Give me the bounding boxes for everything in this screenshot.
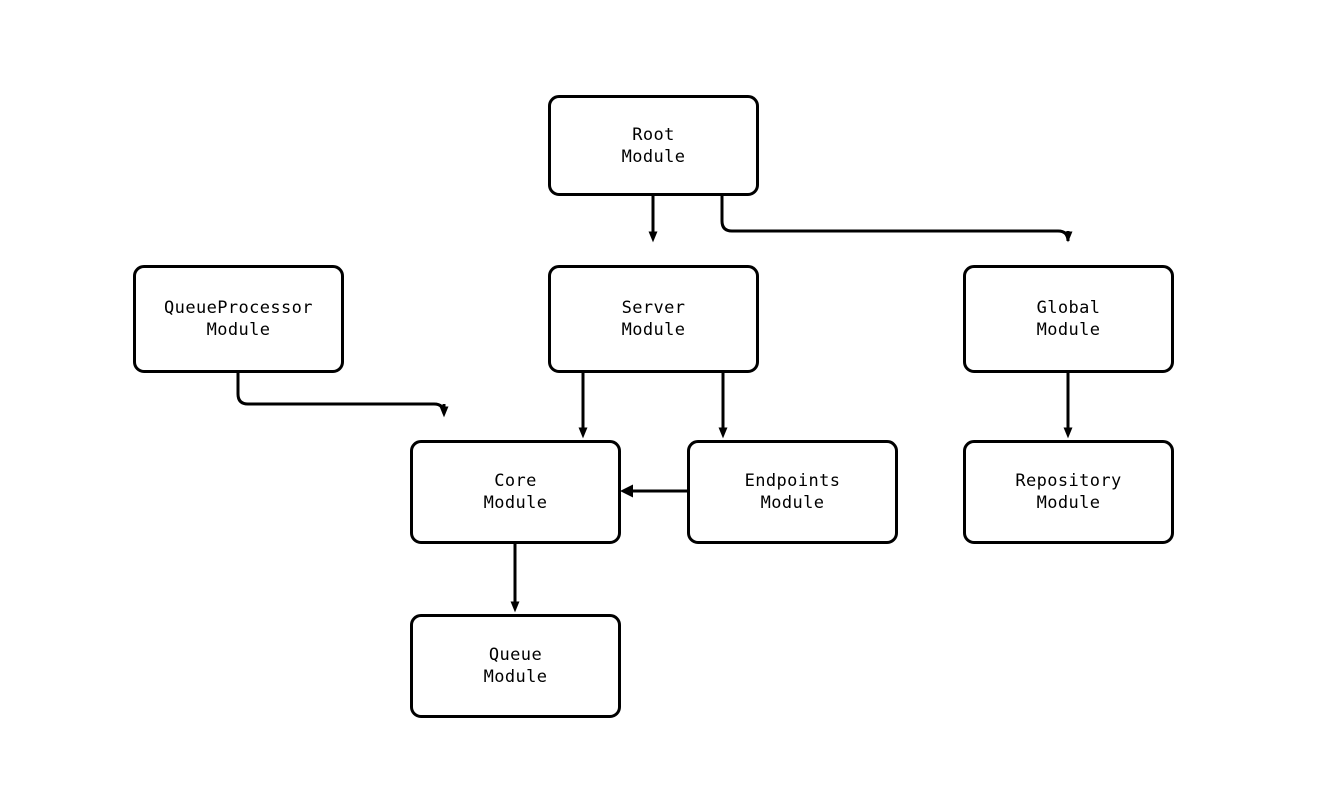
node-queueprocessor-module-line2: Module (206, 320, 271, 340)
edge-endpoints-core (620, 484, 687, 498)
edge-endpoints-core-head (620, 484, 633, 498)
node-repository-module-line1: Repository (1015, 471, 1122, 491)
node-global-module[interactable]: Global Module (963, 265, 1174, 373)
node-core-module-line2: Module (483, 493, 548, 513)
edge-root-global (720, 196, 1073, 243)
node-core-module[interactable]: Core Module (410, 440, 621, 544)
node-core-module-line1: Core (494, 471, 537, 491)
node-root-module[interactable]: Root Module (548, 95, 759, 196)
node-root-module-line2: Module (621, 146, 686, 167)
edge-root-global-line (720, 196, 1070, 242)
node-repository-module[interactable]: Repository Module (963, 440, 1174, 544)
node-queueprocessor-module[interactable]: QueueProcessor Module (133, 265, 344, 373)
node-queue-module-line2: Module (483, 667, 548, 687)
node-endpoints-module-line1: Endpoints (744, 471, 841, 491)
node-server-module[interactable]: Server Module (548, 265, 759, 373)
node-global-module-line2: Module (1036, 320, 1101, 340)
node-queue-module-line1: Queue (488, 645, 543, 665)
node-endpoints-module[interactable]: Endpoints Module (687, 440, 898, 544)
node-server-module-line2: Module (621, 320, 686, 340)
node-server-module-line1: Server (621, 298, 686, 318)
node-queue-module[interactable]: Queue Module (410, 614, 621, 718)
edge-queueprocessor-core-line (236, 373, 446, 415)
edge-queueprocessor-core (236, 373, 449, 418)
node-global-module-line1: Global (1036, 298, 1101, 318)
node-endpoints-module-line2: Module (760, 493, 825, 513)
node-repository-module-line2: Module (1036, 493, 1101, 513)
node-root-module-line1: Root (632, 124, 675, 145)
node-queueprocessor-module-line1: QueueProcessor (164, 298, 313, 318)
